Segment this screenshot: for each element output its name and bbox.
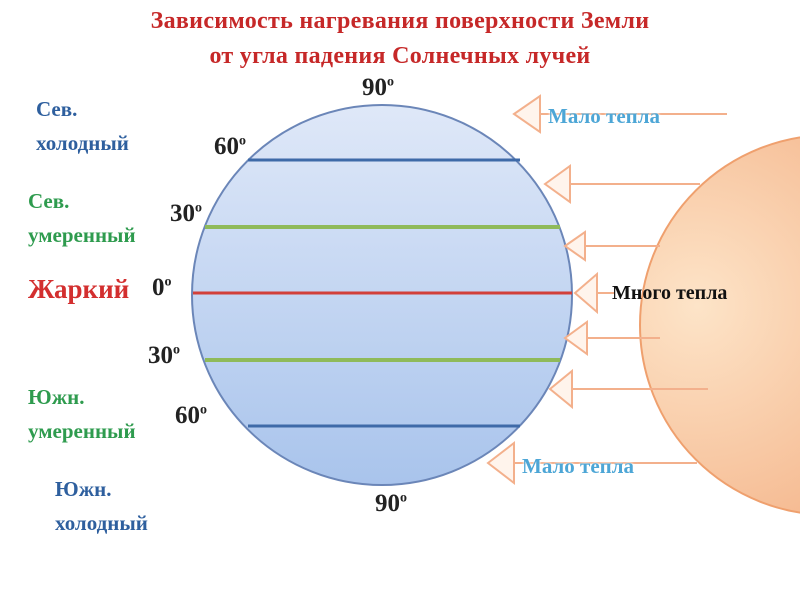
ray-arrow-icon bbox=[573, 271, 615, 315]
latitude-label-south-30: 30o bbox=[148, 342, 180, 369]
ray-arrow-icon bbox=[543, 164, 700, 204]
diagram-title-line-1: Зависимость нагревания поверхности Земли bbox=[150, 8, 650, 34]
latitude-label-south-pole: 90o bbox=[375, 490, 407, 517]
latitude-label-north-pole: 90o bbox=[362, 74, 394, 101]
ray-arrow-icon bbox=[512, 94, 727, 134]
latitude-label-north-30: 30o bbox=[170, 200, 202, 227]
ray-arrow-icon bbox=[548, 368, 708, 410]
zone-label-south-temperate: Южн.умеренный bbox=[28, 385, 136, 443]
ray-arrow-icon bbox=[563, 320, 660, 356]
zone-label-north-temperate: Сев.умеренный bbox=[28, 189, 136, 247]
latitude-label-north-60: 60o bbox=[214, 133, 246, 160]
latitude-label-south-60: 60o bbox=[175, 402, 207, 429]
heat-label-north-low: Мало тепла bbox=[548, 104, 661, 128]
zone-label-south-cold: Южн.холодный bbox=[55, 477, 148, 535]
heat-label-south-low: Мало тепла bbox=[522, 454, 635, 478]
zone-label-hot: Жаркий bbox=[28, 274, 130, 304]
diagram-title-line-2: от угла падения Солнечных лучей bbox=[209, 43, 591, 69]
zone-label-north-cold: Сев.холодный bbox=[36, 97, 129, 155]
latitude-label-equator: 0o bbox=[152, 274, 172, 301]
heat-label-equator-high: Много тепла bbox=[612, 282, 728, 304]
ray-arrow-icon bbox=[563, 230, 660, 262]
globe-icon bbox=[191, 104, 573, 486]
ray-arrow-icon bbox=[486, 440, 697, 486]
sun-icon bbox=[639, 136, 800, 514]
